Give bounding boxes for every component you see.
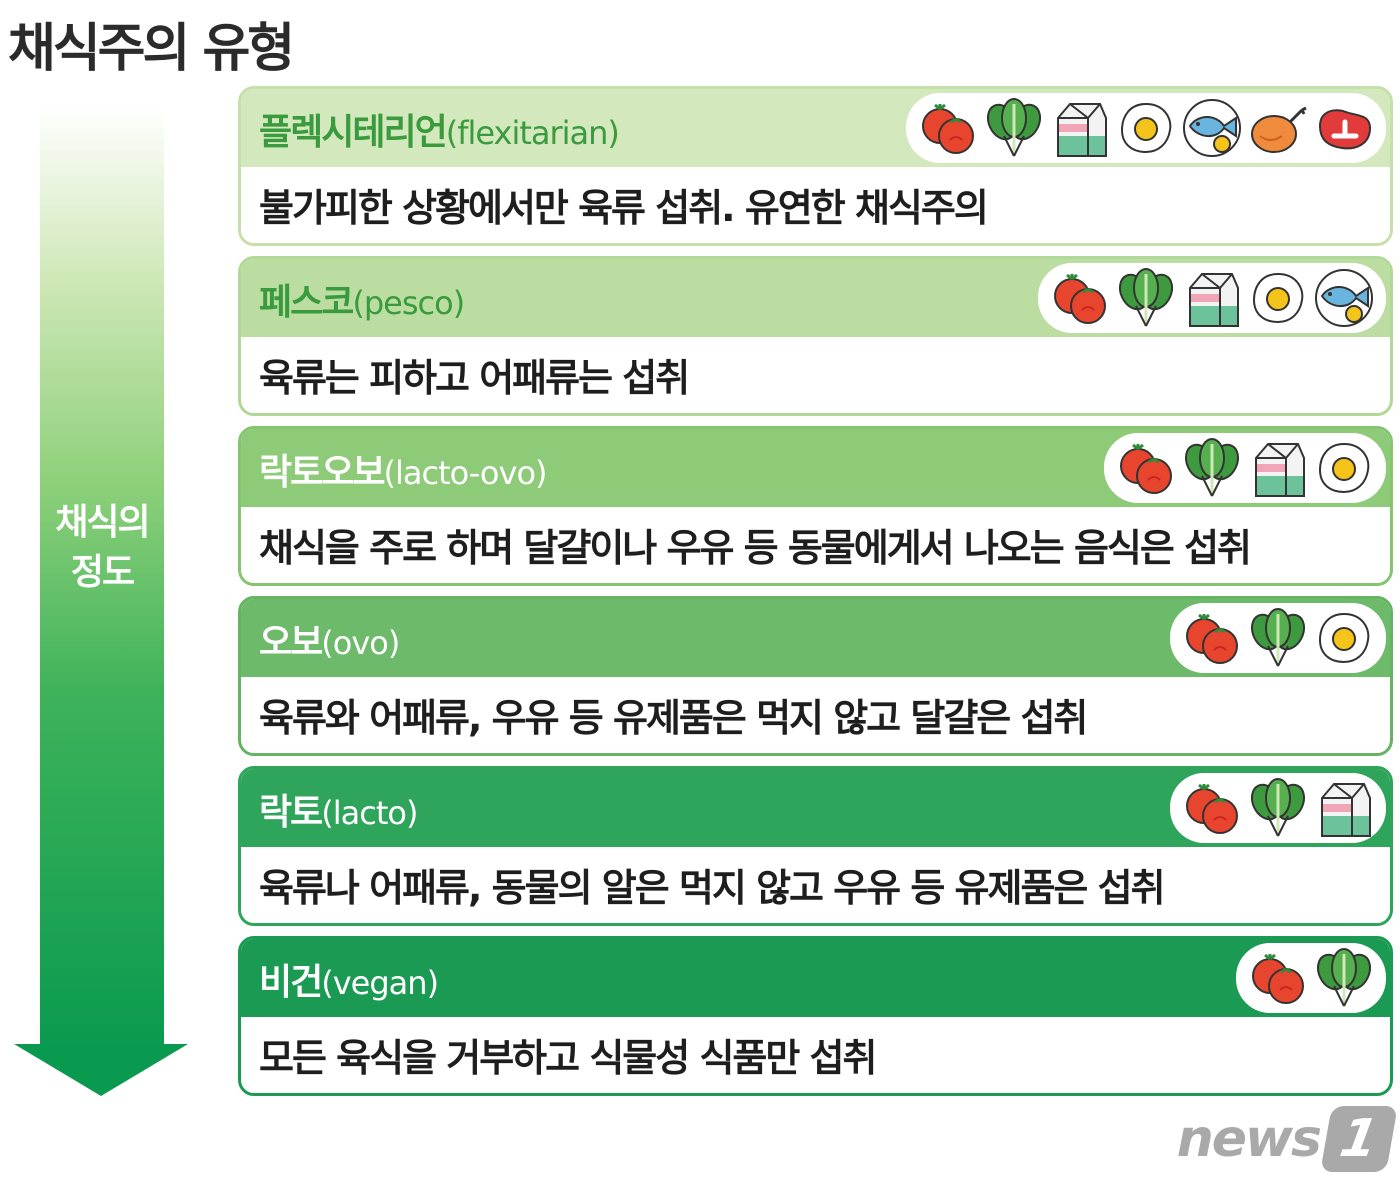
milk-carton-icon — [1048, 96, 1112, 160]
chicken-icon — [1246, 96, 1310, 160]
news1-logo: news 1 — [1176, 1104, 1398, 1174]
diet-card-header: 비건(vegan) — [241, 939, 1390, 1017]
diet-card-header: 페스코(pesco) — [241, 259, 1390, 337]
diet-description: 채식을 주로 하며 달걀이나 우유 등 동물에게서 나오는 음식은 섭취 — [259, 526, 1252, 570]
diet-name-en: (lacto) — [321, 794, 418, 832]
diet-card-header: 락토(lacto) — [241, 769, 1390, 847]
diet-card: 오보(ovo) 육류와 어패류, 우유 등 유제품은 먹지 않고 달걀은 섭취 — [238, 596, 1393, 756]
egg-icon — [1312, 436, 1376, 500]
diet-name-en: (vegan) — [321, 964, 439, 1002]
diet-name: 락토(lacto) — [259, 783, 418, 835]
milk-carton-icon — [1246, 436, 1310, 500]
tomato-icon — [1246, 946, 1310, 1010]
diet-description: 불가피한 상황에서만 육류 섭취. 유연한 채식주의 — [259, 186, 989, 230]
spinach-icon — [1312, 946, 1376, 1010]
food-icons — [1236, 943, 1386, 1013]
diet-description: 모든 육식을 거부하고 식물성 식품만 섭취 — [259, 1036, 877, 1080]
diet-card: 페스코(pesco) 육류는 피하고 어패류는 섭취 — [238, 256, 1393, 416]
tomato-icon — [1114, 436, 1178, 500]
fish-icon — [1312, 266, 1376, 330]
food-icons — [1170, 603, 1386, 673]
diet-card: 플렉시테리언(flexitarian) 불가피한 상황에서만 육류 섭취. 유연한… — [238, 86, 1393, 246]
diet-card-header: 락토오보(lacto-ovo) — [241, 429, 1390, 507]
arrow-label: 채식의 정도 — [55, 502, 150, 593]
diet-name-ko: 비건 — [259, 962, 323, 1003]
diet-card: 락토오보(lacto-ovo) 채식을 주로 하며 달걀이나 우유 등 동물에게서… — [238, 426, 1393, 586]
arrow-head — [14, 1044, 188, 1096]
diet-name-en: (ovo) — [321, 624, 400, 662]
diet-name-en: (pesco) — [352, 284, 465, 322]
logo-text: news — [1176, 1109, 1322, 1169]
tomato-icon — [1048, 266, 1112, 330]
spinach-icon — [1246, 776, 1310, 840]
arrow-shaft — [40, 108, 164, 1046]
spinach-icon — [982, 96, 1046, 160]
diet-name-en: (lacto-ovo) — [383, 454, 547, 492]
diet-name: 락토오보(lacto-ovo) — [259, 443, 548, 495]
fish-icon — [1180, 96, 1244, 160]
spinach-icon — [1180, 436, 1244, 500]
diet-name-ko: 페스코 — [259, 282, 354, 323]
diet-description: 육류나 어패류, 동물의 알은 먹지 않고 우유 등 유제품은 섭취 — [259, 866, 1166, 910]
degree-arrow: 채식의 정도 — [14, 108, 188, 1098]
diet-name-ko: 플렉시테리언 — [259, 112, 448, 153]
diet-card: 락토(lacto) 육류나 어패류, 동물의 알은 먹지 않고 우유 등 유제품은… — [238, 766, 1393, 926]
egg-icon — [1246, 266, 1310, 330]
tomato-icon — [916, 96, 980, 160]
diet-name-ko: 락토 — [259, 792, 323, 833]
food-icons — [906, 93, 1386, 163]
diet-name-ko: 오보 — [259, 622, 323, 663]
meat-icon — [1312, 96, 1376, 160]
diet-description: 육류와 어패류, 우유 등 유제품은 먹지 않고 달걀은 섭취 — [259, 696, 1088, 740]
tomato-icon — [1180, 776, 1244, 840]
egg-icon — [1114, 96, 1178, 160]
food-icons — [1170, 773, 1386, 843]
milk-carton-icon — [1180, 266, 1244, 330]
page-title: 채식주의 유형 — [8, 19, 295, 79]
diet-name: 페스코(pesco) — [259, 273, 465, 325]
spinach-icon — [1114, 266, 1178, 330]
diet-name: 플렉시테리언(flexitarian) — [259, 103, 620, 155]
food-icons — [1104, 433, 1386, 503]
diet-card: 비건(vegan) 모든 육식을 거부하고 식물성 식품만 섭취 — [238, 936, 1393, 1096]
egg-icon — [1312, 606, 1376, 670]
tomato-icon — [1180, 606, 1244, 670]
food-icons — [1038, 263, 1386, 333]
logo-mark: 1 — [1320, 1106, 1398, 1172]
diet-description: 육류는 피하고 어패류는 섭취 — [259, 356, 690, 400]
milk-carton-icon — [1312, 776, 1376, 840]
diet-name-en: (flexitarian) — [445, 114, 620, 152]
diet-name: 비건(vegan) — [259, 953, 439, 1005]
diet-card-header: 오보(ovo) — [241, 599, 1390, 677]
spinach-icon — [1246, 606, 1310, 670]
diet-card-header: 플렉시테리언(flexitarian) — [241, 89, 1390, 167]
diet-name: 오보(ovo) — [259, 613, 400, 665]
diet-name-ko: 락토오보 — [259, 452, 385, 493]
